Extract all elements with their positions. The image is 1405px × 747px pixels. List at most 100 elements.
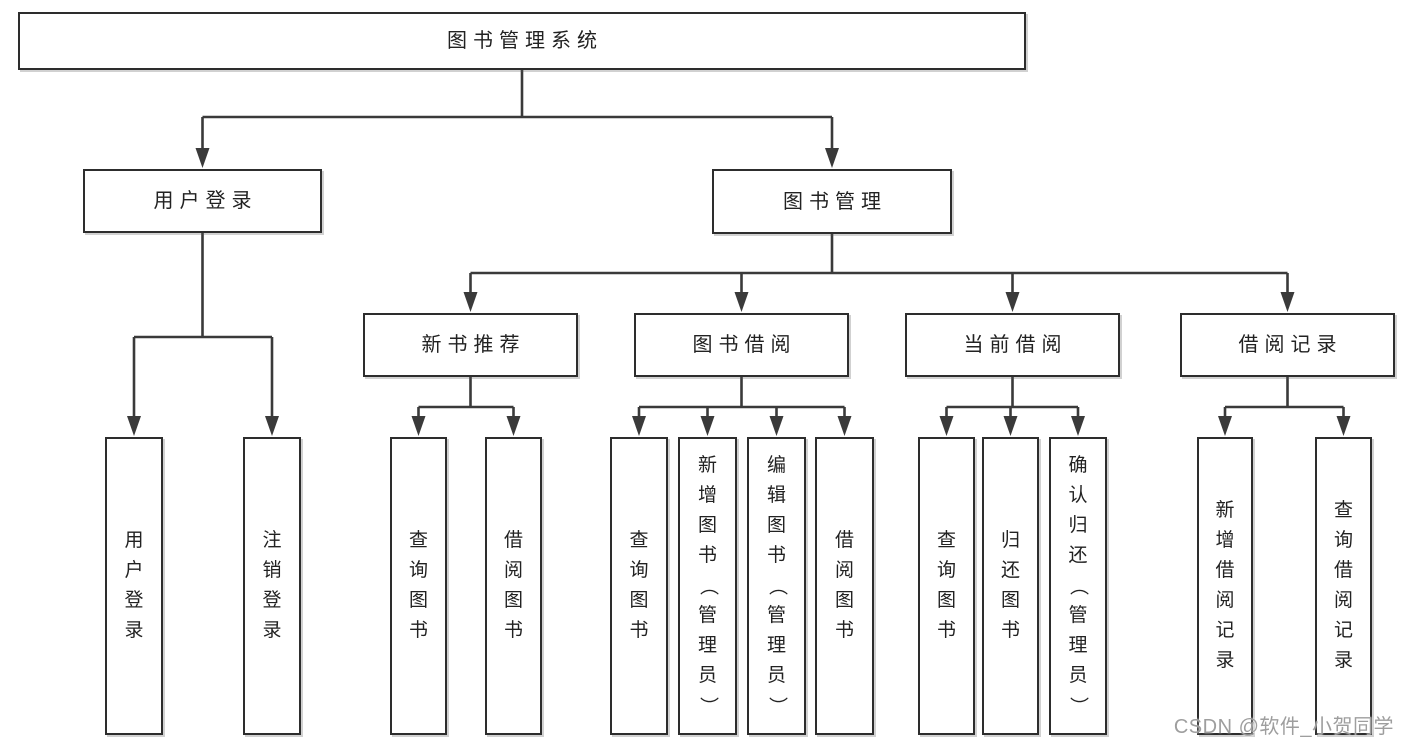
tree-node-label: 用户登录 [124, 526, 143, 646]
arrowhead-icon [463, 292, 478, 312]
label-char: 查 [936, 530, 956, 551]
label-char: 询 [629, 560, 649, 581]
label-char: 查 [408, 530, 428, 551]
tree-node-label: 图书借阅 [692, 334, 797, 356]
label-char: 询 [408, 560, 428, 581]
label-char: 书 [766, 545, 786, 566]
arrowhead-icon [825, 148, 839, 168]
label-char: 管 [1068, 605, 1088, 626]
label-char: 借 [503, 530, 523, 551]
label-char: 查 [1333, 500, 1353, 521]
label-char: 登 [124, 590, 144, 611]
tree-node-new-book-recommend: 新书推荐 [363, 313, 578, 377]
label-char: 录 [1215, 650, 1235, 671]
tree-node-label: 归还图书 [1001, 526, 1020, 646]
label-char: 借 [1215, 560, 1235, 581]
arrowhead-icon [1280, 292, 1295, 312]
arrowhead-icon [195, 148, 210, 168]
label-char: 新 [697, 455, 717, 476]
label-char: ） [766, 696, 788, 716]
arrowhead-icon [769, 416, 784, 436]
tree-node-leaf-add-books: 新增图书（管理员） [678, 437, 737, 735]
label-char: 理 [1068, 635, 1088, 656]
label-char: 阅 [834, 560, 854, 581]
label-char: 编 [766, 455, 786, 476]
tree-node-leaf-query-books-rec: 查询图书 [390, 437, 447, 735]
label-char: 还 [1068, 545, 1088, 566]
tree-node-leaf-edit-books: 编辑图书（管理员） [747, 437, 806, 735]
arrowhead-icon [1005, 292, 1020, 312]
connector-book-borrowing [637, 377, 846, 421]
tree-node-leaf-query-books-current: 查询图书 [918, 437, 975, 735]
label-char: 书 [408, 620, 428, 641]
label-char: 图 [936, 590, 956, 611]
label-char: 员 [1068, 665, 1088, 686]
tree-node-user-login: 用户登录 [83, 169, 322, 233]
tree-node-label: 注销登录 [262, 526, 281, 646]
arrowhead-icon [265, 416, 279, 436]
label-char: 录 [124, 620, 144, 641]
label-char: 借 [834, 530, 854, 551]
label-char: 销 [262, 560, 282, 581]
label-char: 新 [1215, 500, 1235, 521]
label-char: 借 [1333, 560, 1353, 581]
label-char: 记 [1333, 620, 1353, 641]
label-char: 还 [1000, 560, 1020, 581]
label-char: （ [766, 576, 788, 596]
label-char: 图 [1000, 590, 1020, 611]
label-char: 图 [834, 590, 854, 611]
arrowhead-icon [700, 416, 715, 436]
label-char: 书 [697, 545, 717, 566]
label-char: 确 [1068, 455, 1088, 476]
arrowhead-icon [632, 416, 646, 436]
arrowhead-icon [127, 416, 141, 436]
label-char: 员 [697, 665, 717, 686]
label-char: 询 [1333, 530, 1353, 551]
label-char: 注 [262, 530, 282, 551]
tree-node-leaf-logout: 注销登录 [243, 437, 301, 735]
tree-node-label: 当前借阅 [963, 334, 1068, 356]
label-char: 阅 [1333, 590, 1353, 611]
tree-node-label: 借阅记录 [1238, 334, 1343, 356]
label-char: 辑 [766, 485, 786, 506]
tree-node-library-system: 图书管理系统 [18, 12, 1026, 70]
tree-node-label: 新增借阅记录 [1215, 496, 1234, 676]
label-char: 图 [503, 590, 523, 611]
tree-node-borrowing-records: 借阅记录 [1180, 313, 1395, 377]
label-char: 图 [697, 515, 717, 536]
tree-node-leaf-query-borrow-record: 查询借阅记录 [1315, 437, 1372, 735]
tree-node-label: 用户登录 [153, 190, 258, 212]
connector-library-system [201, 70, 834, 153]
tree-node-leaf-borrow-books-rec: 借阅图书 [485, 437, 542, 735]
label-char: 书 [936, 620, 956, 641]
label-char: 询 [936, 560, 956, 581]
connector-book-management [469, 234, 1289, 297]
tree-node-label: 图书管理 [783, 190, 887, 213]
tree-node-label: 查询图书 [937, 526, 956, 646]
label-char: 增 [697, 485, 717, 506]
tree-node-leaf-query-books-borrow: 查询图书 [610, 437, 668, 735]
tree-node-label: 借阅图书 [835, 526, 854, 646]
arrowhead-icon [734, 292, 749, 312]
label-char: 理 [766, 635, 786, 656]
tree-node-book-borrowing: 图书借阅 [634, 313, 849, 377]
arrowhead-icon [411, 416, 426, 436]
label-char: 登 [262, 590, 282, 611]
label-char: 理 [697, 635, 717, 656]
label-char: 书 [1000, 620, 1020, 641]
label-char: ） [1067, 696, 1089, 716]
label-char: 记 [1215, 620, 1235, 641]
label-char: 员 [766, 665, 786, 686]
label-char: 认 [1068, 485, 1088, 506]
label-char: 增 [1215, 530, 1235, 551]
arrowhead-icon [1336, 416, 1351, 436]
tree-node-label: 编辑图书（管理员） [766, 451, 787, 721]
label-char: 查 [629, 530, 649, 551]
arrowhead-icon [1003, 416, 1018, 436]
tree-node-label: 图书管理系统 [447, 30, 603, 52]
tree-node-label: 借阅图书 [504, 526, 523, 646]
csdn-watermark: CSDN @软件_小贺同学 [1173, 716, 1394, 738]
label-char: （ [697, 576, 719, 596]
label-char: （ [1067, 576, 1089, 596]
